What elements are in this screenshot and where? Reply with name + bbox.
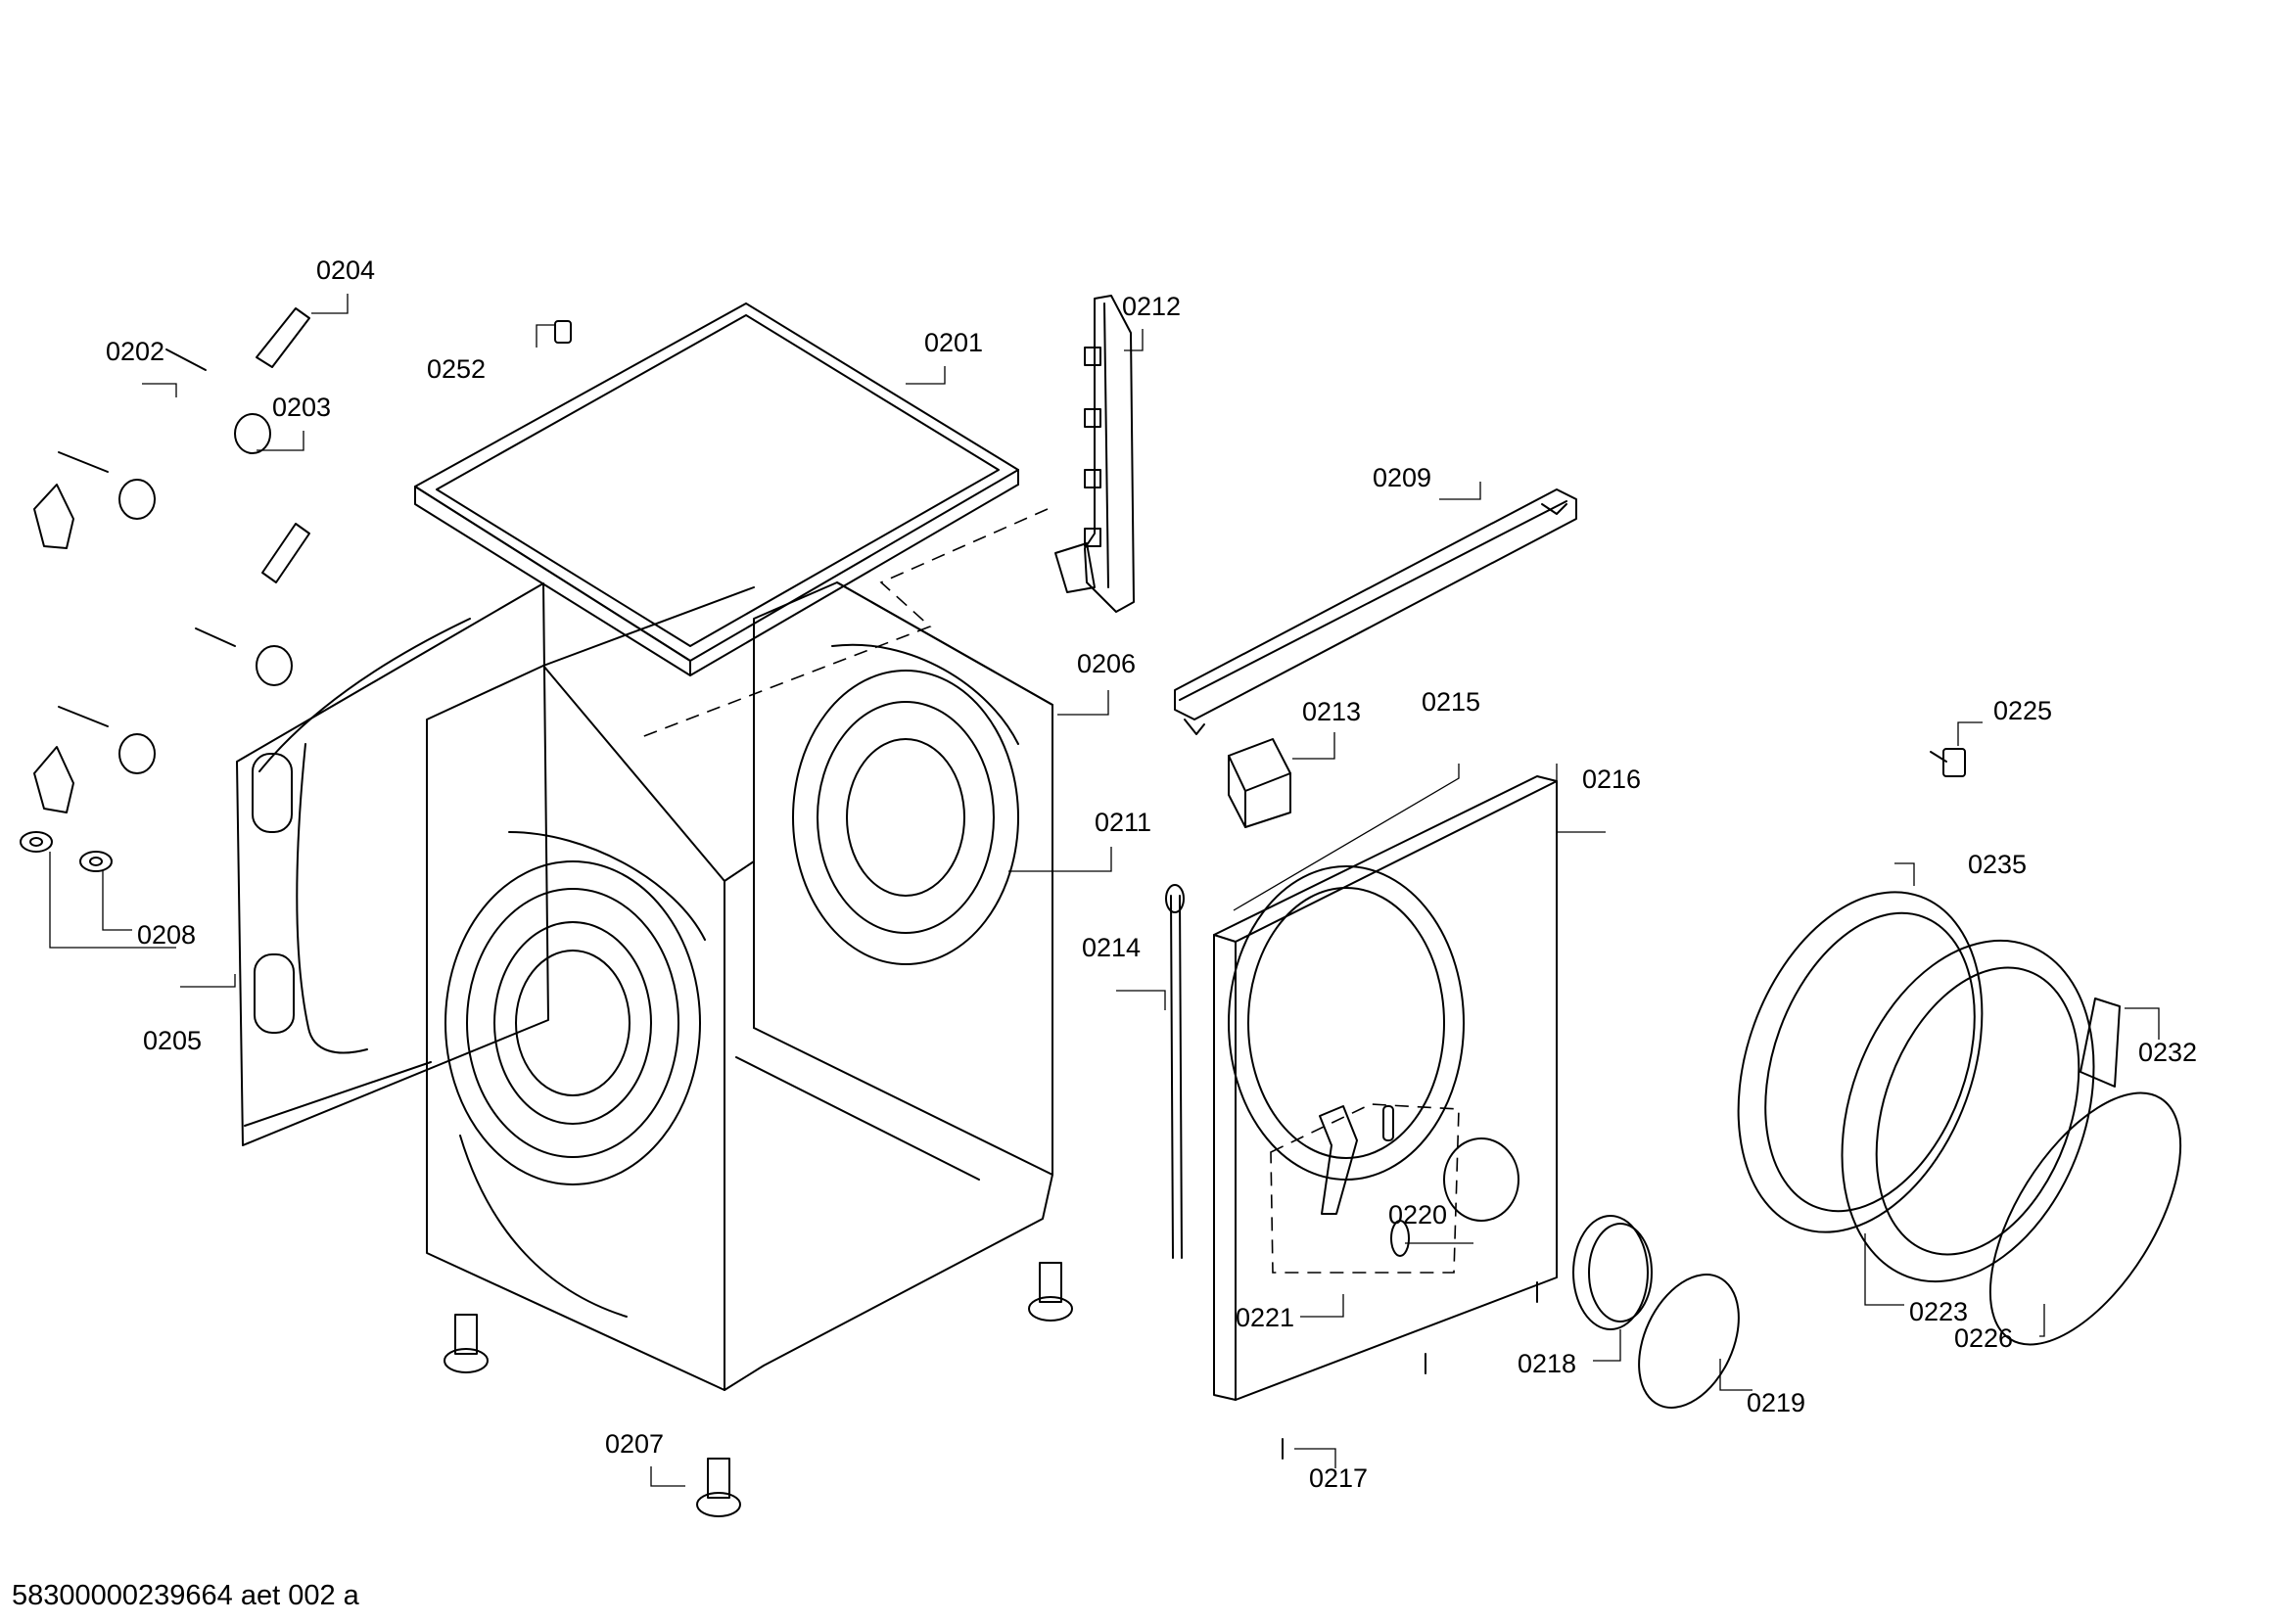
callout-0232[interactable]: 0232 — [2138, 1038, 2198, 1067]
callout-0220[interactable]: 0220 — [1388, 1200, 1448, 1230]
part-0202-bolts[interactable] — [58, 348, 236, 727]
part-0225-small-clip[interactable] — [1930, 748, 1966, 777]
callout-0223[interactable]: 0223 — [1909, 1297, 1969, 1326]
part-0204-absorber-bracket[interactable] — [256, 307, 310, 583]
part-0219-cover-disc[interactable] — [1619, 1259, 1758, 1424]
callout-0221[interactable]: 0221 — [1236, 1303, 1295, 1332]
callout-0252[interactable]: 0252 — [427, 354, 487, 384]
callout-0212[interactable]: 0212 — [1122, 292, 1182, 321]
part-0207-feet[interactable] — [444, 1262, 1073, 1517]
part-0221-door-lock[interactable] — [1319, 1105, 1410, 1257]
callout-0207[interactable]: 0207 — [605, 1429, 665, 1459]
callout-0201[interactable]: 0201 — [924, 328, 984, 357]
callout-0213[interactable]: 0213 — [1302, 697, 1362, 726]
part-0209-top-rail[interactable] — [1174, 488, 1577, 735]
callout-0226[interactable]: 0226 — [1954, 1323, 2014, 1353]
callout-0215[interactable]: 0215 — [1422, 687, 1481, 717]
part-0214-rod[interactable] — [1165, 884, 1185, 1259]
callout-0202[interactable]: 0202 — [106, 337, 165, 366]
callout-0204[interactable]: 0204 — [316, 255, 376, 285]
part-0252-buffer[interactable] — [554, 320, 572, 344]
part-0208-pads[interactable] — [20, 831, 113, 872]
part-0226-door-glass-ring[interactable] — [1952, 1062, 2219, 1375]
callout-0225[interactable]: 0225 — [1993, 696, 2053, 725]
leader-lines — [49, 294, 2160, 1487]
callout-0216[interactable]: 0216 — [1582, 765, 1642, 794]
callout-0205[interactable]: 0205 — [143, 1026, 203, 1055]
callout-0211[interactable]: 0211 — [1095, 808, 1152, 837]
part-0203-absorbers[interactable] — [118, 413, 293, 774]
part-0213-electronic-module[interactable] — [1228, 738, 1291, 828]
part-0201-top-cover[interactable] — [414, 302, 1019, 676]
callout-0209[interactable]: 0209 — [1373, 463, 1432, 492]
callout-0206[interactable]: 0206 — [1077, 649, 1137, 678]
dashed-group-0221 — [1270, 1103, 1460, 1274]
part-0217-screws[interactable] — [1282, 1281, 1538, 1460]
callout-0219[interactable]: 0219 — [1747, 1388, 1806, 1417]
callout-0217[interactable]: 0217 — [1309, 1463, 1369, 1493]
part-0223-door-inner-ring[interactable] — [1798, 905, 2139, 1317]
part-0205-rear-panel[interactable] — [236, 582, 549, 1146]
part-0206-cabinet-frame[interactable] — [426, 581, 1053, 1391]
document-id: 58300000239664 aet 002 a — [12, 1580, 359, 1611]
callout-0208[interactable]: 0208 — [137, 920, 197, 950]
left-absorber-brackets — [33, 484, 74, 813]
alignment-dash-line — [635, 508, 1049, 740]
callout-0203[interactable]: 0203 — [272, 393, 332, 422]
part-0235-door-outer-ring[interactable] — [1694, 858, 2026, 1267]
part-0218-door-hinge-ring[interactable] — [1572, 1215, 1653, 1330]
callout-0218[interactable]: 0218 — [1518, 1349, 1577, 1378]
callout-0214[interactable]: 0214 — [1082, 933, 1142, 962]
callout-0235[interactable]: 0235 — [1968, 850, 2028, 879]
part-0212-side-bracket[interactable] — [1054, 295, 1135, 613]
